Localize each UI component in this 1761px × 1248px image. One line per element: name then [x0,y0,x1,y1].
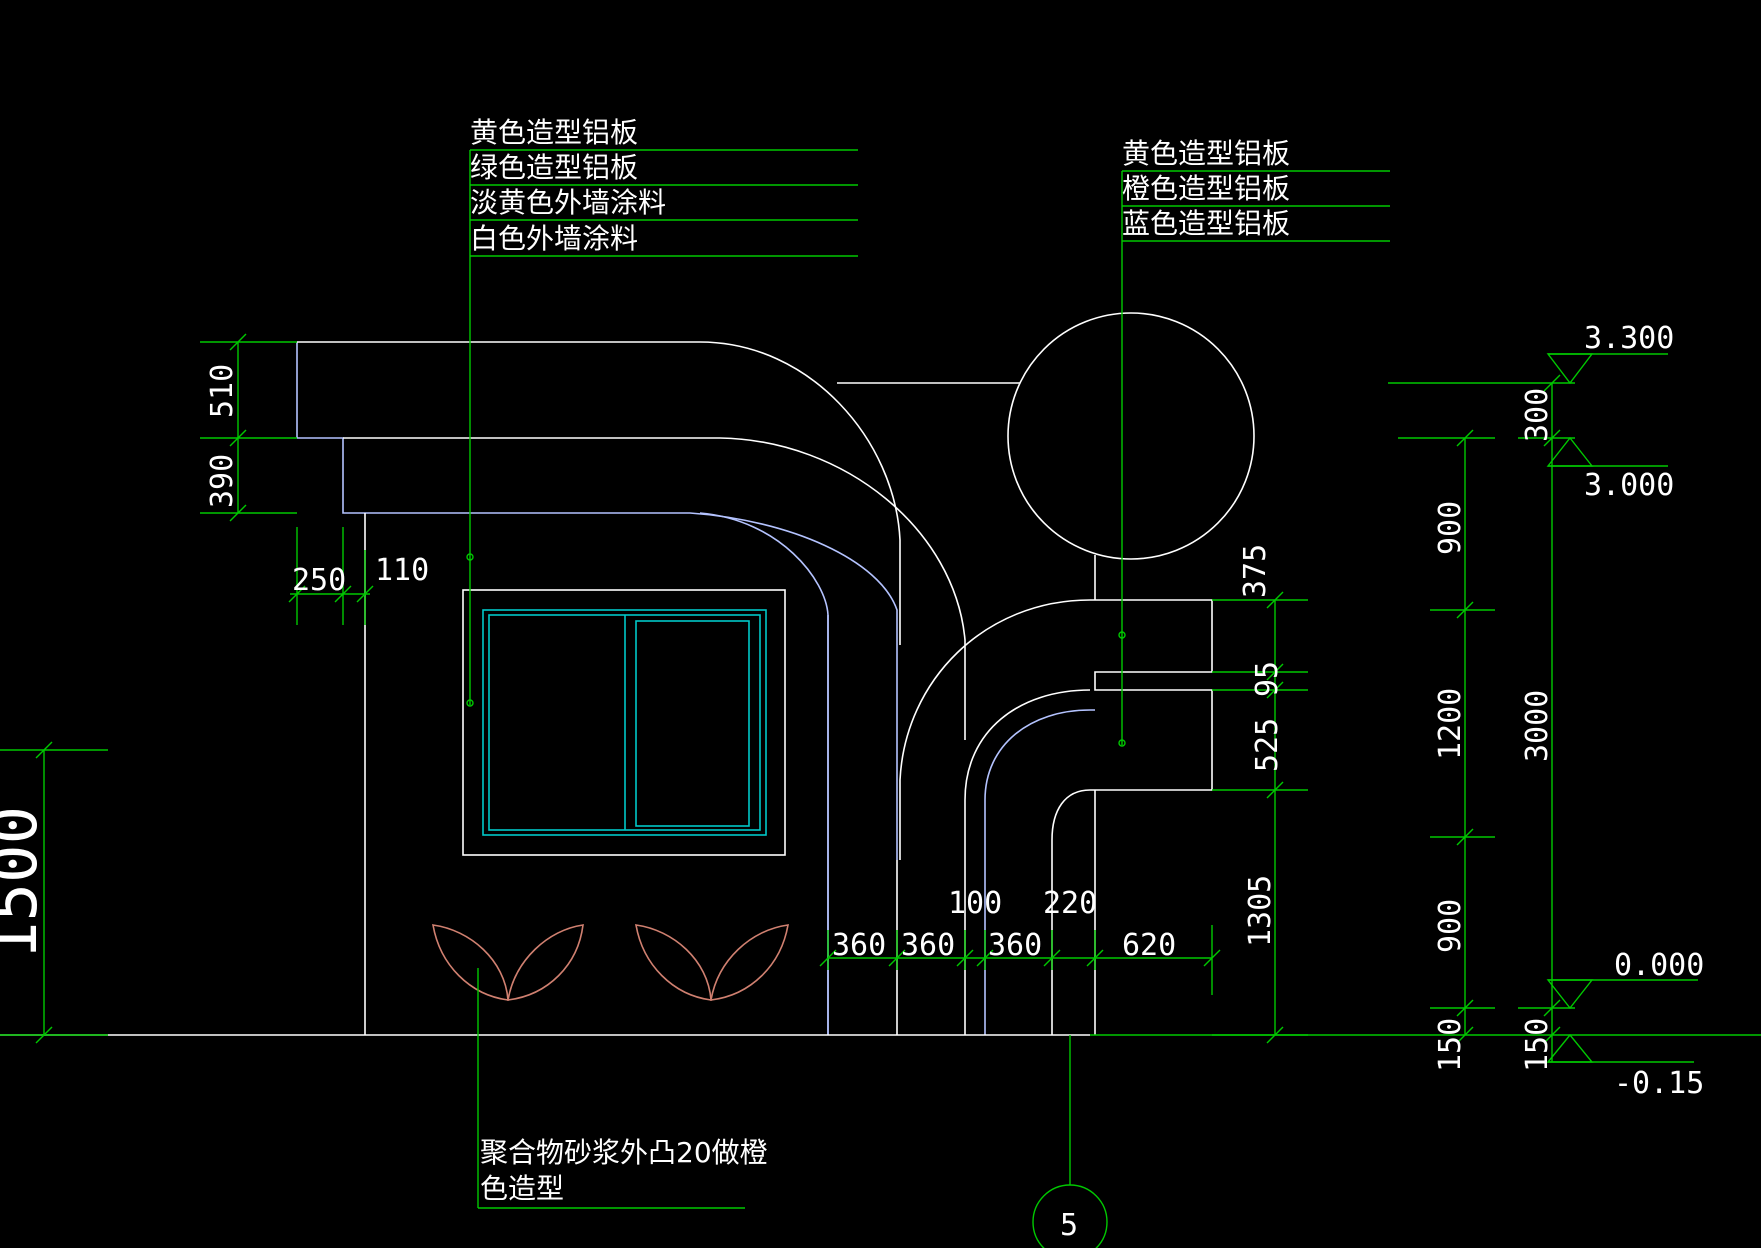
note-left-1: 黄色造型铝板 [470,116,638,149]
right-arch-outer [899,599,1213,1035]
dim-900-bottom: 900 [1433,899,1468,953]
note-right-2: 橙色造型铝板 [1122,172,1290,205]
notes-left: 黄色造型铝板 绿色造型铝板 淡黄色外墙涂料 白色外墙涂料 [470,116,666,255]
window-frame-outer [462,589,786,856]
leaf-right-b [710,924,789,1001]
right-arch-inner-blue [984,709,1095,1035]
leaf-right-a [635,924,712,1001]
canopy-second-edge [343,437,966,740]
dim-360c: 360 [988,928,1042,963]
canopy-top-edge [297,341,1020,645]
level-3-300: 3.300 [1584,321,1674,356]
note-right-1: 黄色造型铝板 [1122,137,1290,170]
window-sash-right [635,620,750,827]
canopy-second-tier [297,437,898,860]
dimension-lines [0,149,1698,1248]
level-3-000: 3.000 [1584,468,1674,503]
notes-right: 黄色造型铝板 橙色造型铝板 蓝色造型铝板 [1122,137,1290,240]
window-frame-inner [482,609,767,836]
note-bottom-1: 聚合物砂浆外凸20做橙 [480,1136,768,1169]
building-outline [0,312,1761,1036]
dim-100: 100 [948,886,1002,921]
dim-95: 95 [1250,661,1285,697]
note-left-2: 绿色造型铝板 [470,151,638,184]
grid-axis-label: 5 [1060,1208,1078,1243]
dim-150-b: 150 [1520,1018,1555,1072]
dim-220: 220 [1043,886,1097,921]
dim-3000: 3000 [1520,690,1555,762]
note-right-3: 蓝色造型铝板 [1122,207,1290,240]
dim-620: 620 [1122,928,1176,963]
dim-510: 510 [205,364,240,418]
dim-390: 390 [205,454,240,508]
note-bottom-2: 色造型 [480,1172,564,1205]
dim-300: 300 [1520,388,1555,442]
dim-1305: 1305 [1243,875,1278,947]
leaf-left-a [432,924,509,1001]
dim-360b: 360 [901,928,955,963]
leaf-ornaments [432,924,789,1001]
dim-110: 110 [375,553,429,588]
level-minus-0-15: -0.15 [1614,1066,1704,1101]
circle-ornament [1007,312,1255,560]
dim-1500: 1500 [0,806,52,960]
curved-strip [699,512,829,1035]
level-0-000: 0.000 [1614,948,1704,983]
window [462,589,786,856]
dimension-texts: 510 390 250 110 1500 360 360 100 360 220… [0,364,1555,1072]
dim-150-a: 150 [1433,1018,1468,1072]
right-arch-inner [964,689,1091,1035]
leaf-left-b [507,924,584,1001]
level-marks: 3.300 3.000 0.000 -0.15 [1584,321,1704,1101]
dim-250: 250 [292,563,346,598]
dim-375: 375 [1238,544,1273,598]
dim-360a: 360 [832,928,886,963]
dim-900-top: 900 [1433,501,1468,555]
note-left-3: 淡黄色外墙涂料 [470,186,666,219]
notes-bottom: 聚合物砂浆外凸20做橙 色造型 [480,1136,768,1205]
dim-525: 525 [1250,718,1285,772]
note-left-4: 白色外墙涂料 [470,222,638,255]
dim-1200: 1200 [1433,688,1468,760]
